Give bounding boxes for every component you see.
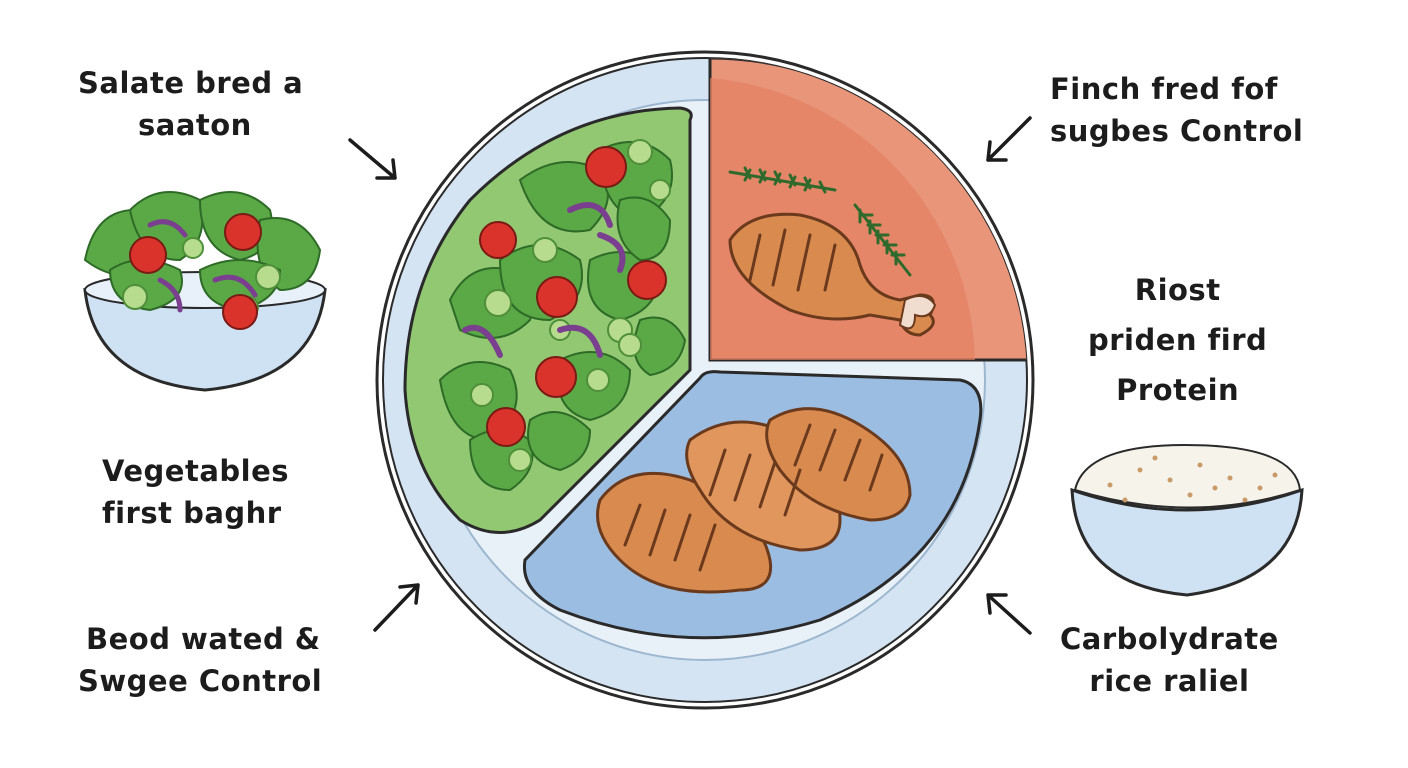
vegetables-caption-line-2: first baghr <box>102 496 282 530</box>
chicken-leg <box>728 212 937 337</box>
vegetables-caption: Vegetables first baghr <box>102 450 289 534</box>
arrow-icon <box>348 116 1032 635</box>
salad-caption: Salate bred a saaton <box>78 62 303 146</box>
protein-caption-line-1: Riost <box>1134 273 1221 307</box>
protein-caption-line-2: priden fird <box>1088 323 1268 357</box>
finch-caption-line-1: Finch fred fof <box>1050 72 1278 106</box>
salad-caption-line-1: Salate bred a <box>78 66 304 100</box>
blood-sugar-caption-line-2: Swgee Control <box>78 664 323 698</box>
carb-caption-line-1: Carbolydrate <box>1060 622 1279 656</box>
vegetables-caption-line-1: Vegetables <box>102 454 290 488</box>
salad-bowl-icon <box>83 191 327 392</box>
protein-caption: Riost priden fird Protein <box>1088 265 1267 415</box>
salad-on-plate <box>438 139 687 492</box>
blood-sugar-caption-line-1: Beod wated & <box>86 622 321 656</box>
protein-caption-line-3: Protein <box>1116 373 1240 407</box>
carb-caption-line-2: rice raliel <box>1089 664 1250 698</box>
carb-caption: Carbolydrate rice raliel <box>1060 618 1279 702</box>
salad-caption-line-2: saaton <box>138 108 252 142</box>
rice-bowl-icon <box>1070 443 1304 597</box>
blood-sugar-caption: Beod wated & Swgee Control <box>78 618 322 702</box>
finch-caption: Finch fred fof sugbes Control <box>1050 68 1303 152</box>
finch-caption-line-2: sugbes Control <box>1050 114 1304 148</box>
grilled-chicken <box>596 407 912 594</box>
rosemary-sprigs <box>728 166 912 277</box>
